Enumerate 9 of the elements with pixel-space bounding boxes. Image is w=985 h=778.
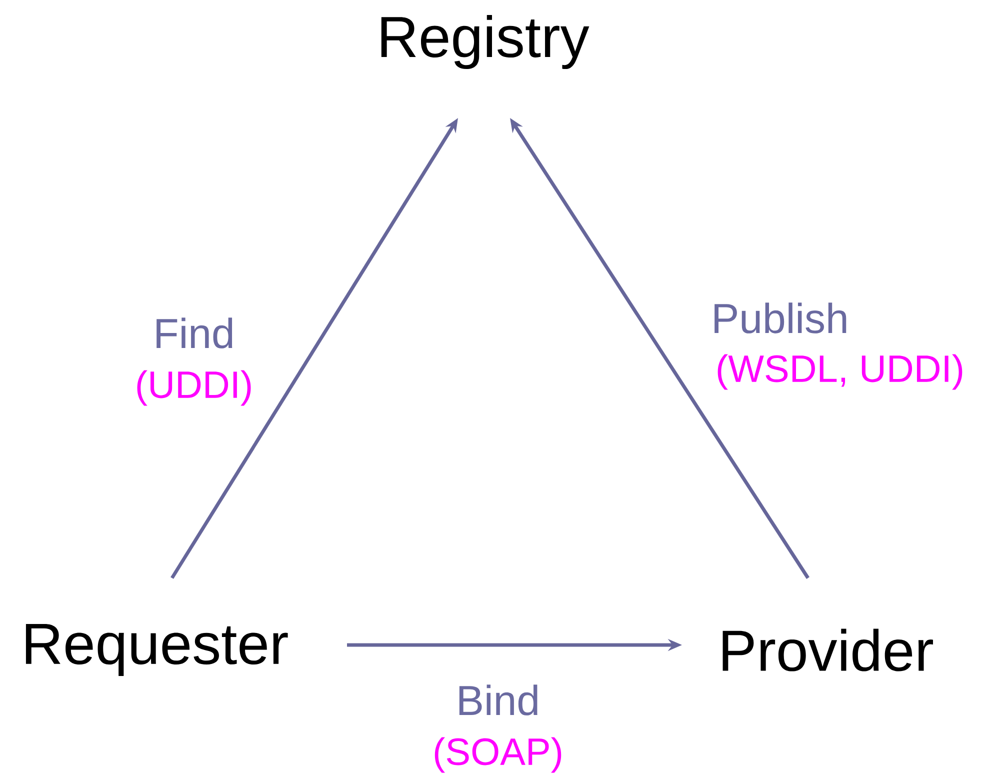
edge-label: Find	[152, 316, 236, 350]
edge-label: Bind	[454, 684, 542, 716]
node-label: Requester	[26, 624, 288, 676]
node-label: Registry	[381, 14, 590, 70]
protocol-label: (WSDL, UDDI)	[718, 354, 962, 390]
protocol-label: (SOAP)	[434, 737, 562, 773]
edge-label: Publish	[710, 302, 850, 334]
node-label: Provider	[722, 628, 933, 672]
protocol-label: (UDDI)	[137, 370, 251, 406]
